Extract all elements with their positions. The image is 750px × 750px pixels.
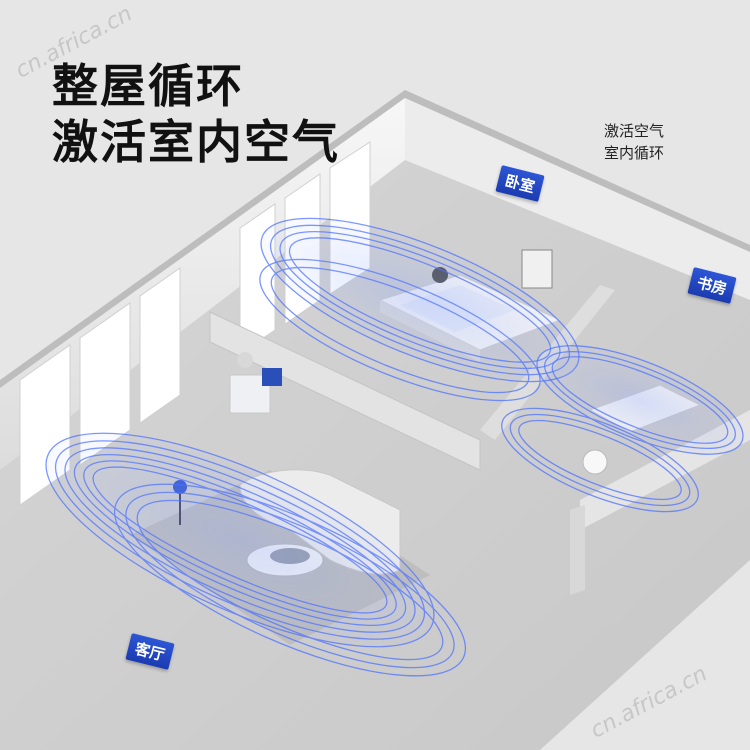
airflow-loop-living [45, 432, 467, 677]
partition-wall-bedroom [209, 311, 481, 471]
back-wall-right [405, 95, 750, 300]
headline-line-2: 激活室内空气 [52, 115, 340, 169]
subheadline-line-1: 激活空气 [604, 122, 665, 140]
headline: 整屋循环 激活室内空气 [52, 58, 340, 170]
airflow-loop-study [501, 345, 744, 513]
headline-line-1: 整屋循环 [52, 59, 244, 113]
subheadline-line-2: 室内循环 [604, 144, 665, 162]
subheadline: 激活空气 室内循环 [604, 120, 664, 164]
partition-wall-bottom [570, 505, 585, 595]
wall-top-edge [0, 90, 750, 388]
